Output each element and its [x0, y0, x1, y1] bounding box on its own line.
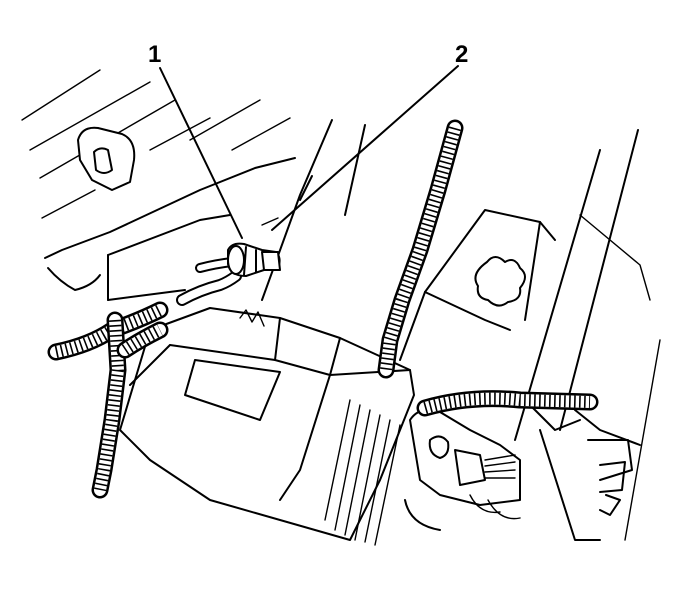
background-panel-lines	[21, 69, 291, 219]
lower-connector-cluster	[404, 408, 521, 531]
center-pillar	[261, 119, 366, 301]
wire-harness-horizontal	[416, 390, 599, 417]
wing-knob	[474, 256, 526, 307]
mounting-bracket	[77, 126, 136, 191]
left-housing	[44, 157, 296, 301]
callout-1: 1	[148, 41, 161, 68]
leader-line-2	[271, 65, 459, 231]
leader-line-1	[159, 67, 243, 239]
module-tray	[119, 307, 415, 546]
wire-harness-vertical	[377, 119, 464, 379]
leader-lines	[159, 65, 459, 239]
sensor-connector	[227, 242, 281, 277]
wire-harness-left	[47, 301, 169, 499]
callout-2: 2	[455, 41, 468, 68]
right-panel	[399, 129, 661, 541]
sensor-pigtail	[176, 257, 242, 306]
